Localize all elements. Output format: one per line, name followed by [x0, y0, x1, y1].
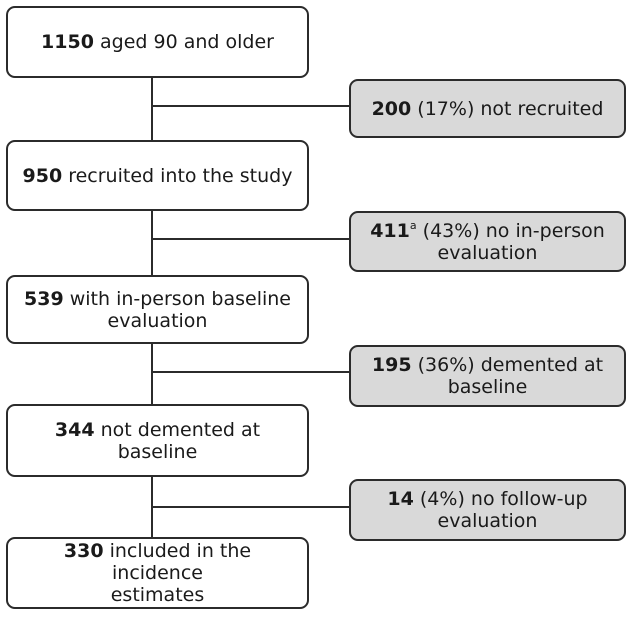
box-text-line2: baseline	[447, 376, 528, 398]
box-label: 1150 aged 90 and older	[41, 31, 274, 53]
box-text: recruited into the study	[68, 164, 293, 187]
box-text: not demented at	[100, 418, 261, 441]
box-number: 14	[387, 488, 414, 510]
box-label: 200 (17%) not recruited	[372, 98, 604, 120]
box-text-line2: evaluation	[437, 241, 538, 264]
box-text: (17%) not recruited	[417, 97, 604, 120]
main-box-total: 1150 aged 90 and older	[6, 6, 309, 78]
box-text-line2: estimates	[110, 584, 205, 606]
box-label: 950 recruited into the study	[23, 165, 293, 187]
box-text-line2: evaluation	[107, 309, 208, 332]
box-number: 344	[54, 418, 95, 441]
box-text-line2: evaluation	[437, 510, 538, 532]
box-text: (4%) no follow-up	[419, 488, 588, 510]
box-text: aged 90 and older	[99, 31, 274, 53]
box-text: (36%) demented at	[417, 354, 604, 376]
box-text: (43%) no in-person	[422, 219, 605, 242]
box-number: 330	[63, 540, 104, 562]
box-number: 950	[22, 164, 63, 187]
exclusion-box-not-recruited: 200 (17%) not recruited	[349, 79, 626, 138]
box-number: 200	[371, 97, 412, 120]
footnote-marker: a	[409, 218, 417, 232]
box-number: 411	[370, 219, 410, 242]
main-box-recruited: 950 recruited into the study	[6, 140, 309, 211]
box-number: 539	[24, 287, 64, 310]
box-number: 195	[371, 354, 412, 376]
box-number: 1150	[41, 31, 94, 53]
box-text: with in-person baseline	[69, 287, 291, 310]
box-text: included in the incidence	[109, 540, 252, 584]
box-text-line2: baseline	[117, 440, 198, 463]
